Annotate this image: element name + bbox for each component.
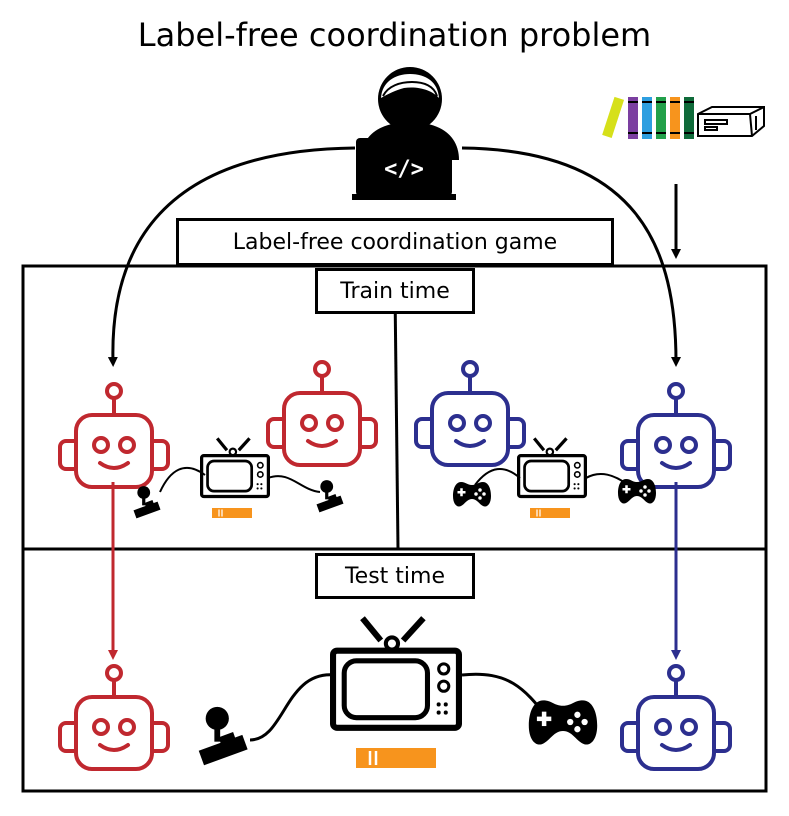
game-cartridge-icon xyxy=(211,507,253,519)
game-frame xyxy=(21,264,768,793)
diagram-title: Label-free coordination problem xyxy=(137,16,652,54)
joystick-icon xyxy=(132,486,161,519)
programmer-icon: </> xyxy=(352,67,459,200)
red-robot-icon xyxy=(58,664,170,771)
red-robot-icon xyxy=(266,360,378,467)
gamepad-icon xyxy=(618,479,656,504)
gamepad-icon xyxy=(528,700,598,745)
tv-icon xyxy=(516,436,588,499)
gamepad-icon xyxy=(453,482,491,507)
blue-robot-icon xyxy=(414,360,526,467)
game-label: Label-free coordination game xyxy=(176,218,614,266)
joystick-icon xyxy=(315,480,344,513)
red-robot-icon xyxy=(58,382,170,489)
blue-robot-icon xyxy=(620,664,732,771)
console-icon xyxy=(697,106,765,137)
train-time-label: Train time xyxy=(315,268,475,314)
test-time-label: Test time xyxy=(315,553,475,599)
joystick-icon xyxy=(196,706,248,766)
arrow-to-blue-agent xyxy=(461,146,681,367)
train-split-divider xyxy=(393,289,400,550)
books-icon xyxy=(602,96,694,139)
game-cartridge-icon xyxy=(354,746,438,770)
tv-icon xyxy=(333,618,459,728)
svg-text:</>: </> xyxy=(384,157,424,182)
game-cartridge-icon xyxy=(529,507,571,519)
arrow-to-red-agent xyxy=(107,146,356,367)
tv-icon xyxy=(199,436,271,499)
blue-robot-icon xyxy=(620,382,732,489)
